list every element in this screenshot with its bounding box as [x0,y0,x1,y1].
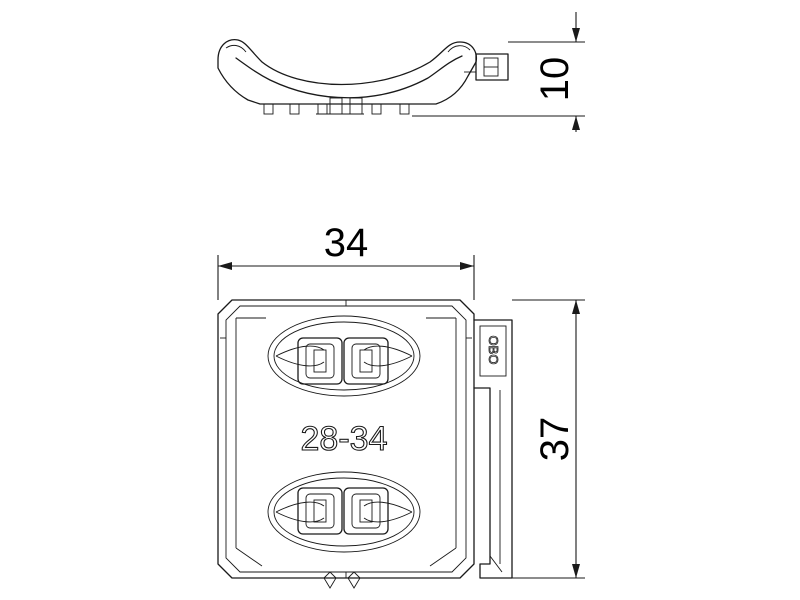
side-view-latch [464,53,509,81]
lower-clip-window [267,471,421,553]
dimension-label-34: 34 [324,221,369,265]
brand-mark: OBO [486,336,501,365]
dimension-label-37: 37 [533,417,577,462]
side-latch: OBO [473,319,513,579]
side-view [217,39,509,115]
dimension-height-side: 10 [412,12,585,132]
side-view-feet [263,97,410,115]
dimension-height-front: 37 [512,299,585,579]
bottom-tabs [323,571,361,589]
size-range-label: 28-34 [301,420,388,458]
dimension-label-10: 10 [533,57,577,102]
upper-clip-window [267,315,421,397]
front-view: 28-34 OBO [217,299,513,589]
dimension-width-front: 34 [217,221,475,300]
